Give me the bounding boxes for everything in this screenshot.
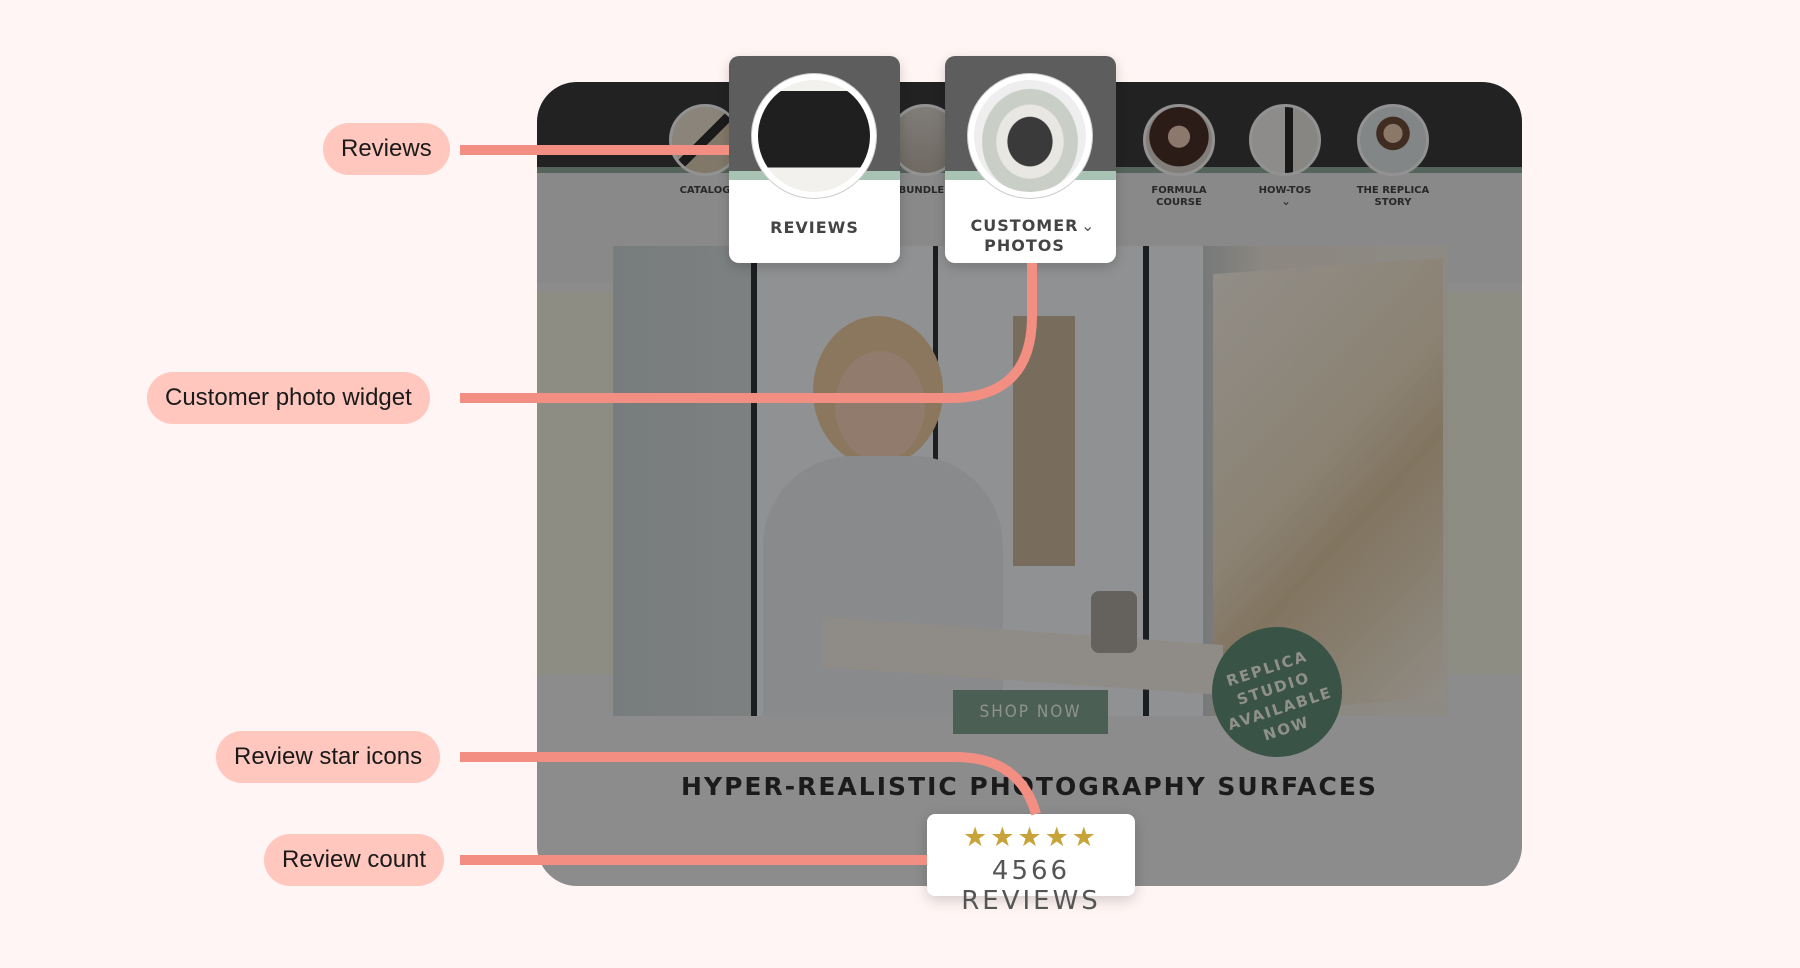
nav-label: BUNDLES — [898, 185, 952, 196]
customer-photos-thumbnail — [968, 74, 1092, 198]
chevron-down-icon[interactable]: ⌄ — [1081, 218, 1095, 235]
nav-label: CATALOG — [679, 185, 731, 196]
hero-window-frame — [1143, 246, 1149, 716]
review-summary-widget[interactable]: ★★★★★ 4566 REVIEWS — [927, 814, 1135, 916]
shop-now-button[interactable]: SHOP NOW — [953, 690, 1108, 734]
phone-photo-image — [974, 80, 1086, 192]
hero-vase — [1091, 591, 1137, 653]
customer-photos-nav-card[interactable]: CUSTOMER PHOTOS ⌄ — [945, 56, 1116, 263]
annotation-reviews: Reviews — [323, 123, 450, 175]
hero-window-frame — [751, 246, 757, 716]
connector-review-star-icons — [460, 752, 1041, 816]
nav-label: FORMULA COURSE — [1151, 185, 1207, 208]
review-count[interactable]: 4566 REVIEWS — [961, 856, 1101, 916]
black-board-image — [758, 80, 870, 192]
nav-item-how-tos[interactable]: HOW-TOS — [1245, 104, 1325, 197]
nav-item-replica-story[interactable]: THE REPLICA STORY — [1353, 104, 1433, 209]
website-mockup: CATALOG BUNDLES FORMULA COURSE HOW-TOS ⌄… — [537, 82, 1522, 886]
hero-person-face — [835, 351, 925, 461]
review-star-icons: ★★★★★ — [962, 822, 1100, 852]
replica-story-thumbnail — [1357, 104, 1429, 176]
formula-course-thumbnail — [1143, 104, 1215, 176]
annotation-customer-photo-widget: Customer photo widget — [147, 372, 430, 424]
nav-label: HOW-TOS — [1258, 185, 1312, 196]
reviews-thumbnail — [752, 74, 876, 198]
connector-customer-photo-widget — [460, 263, 1037, 403]
nav-label: THE REPLICA STORY — [1356, 185, 1430, 208]
replica-studio-badge[interactable]: REPLICA STUDIO AVAILABLE NOW — [1212, 627, 1342, 757]
annotation-review-star-icons: Review star icons — [216, 731, 441, 783]
nav-item-formula-course[interactable]: FORMULA COURSE — [1139, 104, 1219, 209]
reviews-nav-card[interactable]: REVIEWS — [729, 56, 900, 263]
how-tos-chevron-down-icon[interactable]: ⌄ — [1281, 194, 1292, 208]
how-tos-thumbnail — [1249, 104, 1321, 176]
customer-photos-nav-label: CUSTOMER PHOTOS — [970, 216, 1079, 255]
annotation-review-count: Review count — [264, 834, 445, 886]
reviews-nav-label: REVIEWS — [770, 218, 859, 237]
